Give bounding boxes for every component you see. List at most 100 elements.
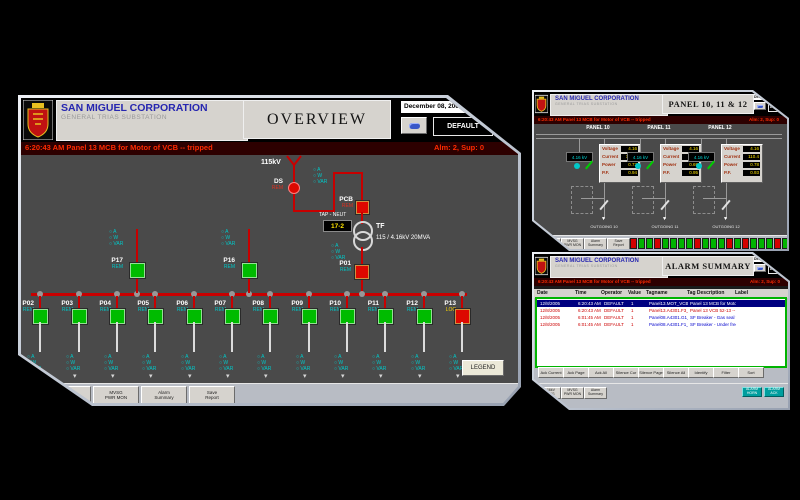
feeder-mode: REM — [329, 307, 341, 313]
toolbar-button[interactable]: Save Report — [189, 386, 235, 403]
feeder-meter-labels: ○ A ○ W ○ VAR — [372, 354, 387, 372]
feeder-stub — [193, 296, 195, 309]
annunciator-cell-alarm — [774, 238, 781, 249]
column-header: Date — [537, 290, 548, 296]
feeder-mode: REM — [214, 307, 226, 313]
toolbar-button[interactable]: Alarm Summary — [584, 238, 607, 249]
legend-button[interactable]: LEGEND — [462, 360, 504, 376]
meter-value: 0.69 — [682, 162, 699, 168]
date-display: December 08, 2005 — [401, 101, 492, 113]
annunciator-cell-normal — [710, 238, 717, 249]
meter-value: 4.16 — [682, 146, 699, 152]
feeder-line — [269, 322, 271, 352]
feeder-name: P04 — [99, 300, 111, 307]
breaker-p17[interactable] — [130, 263, 145, 278]
load-arrow-icon: ▾ — [188, 373, 192, 380]
alarm-header: SAN MIGUEL CORPORATION GENERAL TRIAS SUB… — [534, 254, 788, 278]
alarm-horn-button[interactable]: ALARM HORN — [742, 387, 762, 397]
alarm-action-button[interactable]: Ack Current — [538, 367, 564, 378]
feeder-mode: REM — [252, 307, 264, 313]
annunciator-cell-normal — [718, 238, 725, 249]
login-button[interactable] — [754, 264, 766, 272]
bus-junction — [267, 291, 273, 297]
bus-junction — [152, 291, 158, 297]
bus-voltage-display: 4.16 kV — [566, 152, 593, 162]
alarm-value: 1 — [631, 301, 634, 306]
column-header: Operator — [601, 290, 623, 296]
alarm-counts: Alm: 2, Sup: 0 — [433, 143, 484, 152]
incoming-voltage-label: 115kV — [261, 159, 281, 166]
annunciator-cell-normal — [766, 238, 773, 249]
feeder-stub — [384, 296, 386, 309]
alarm-operator: DEFAULT — [604, 315, 624, 320]
toolbar-button[interactable]: 4.16kV MVSG — [45, 386, 91, 403]
login-button[interactable] — [401, 117, 427, 134]
toolbar-button[interactable]: Alarm Summary — [141, 386, 187, 403]
toolbar-button[interactable]: 4.16kV MVSG — [538, 238, 561, 249]
feeder-mode: LOC — [445, 307, 456, 313]
feeder-line — [154, 322, 156, 352]
alarm-action-button[interactable]: Sort — [738, 367, 764, 378]
ds-disconnect-switch[interactable] — [288, 182, 300, 194]
meter-label: Current — [663, 154, 680, 159]
panel-drop-line — [701, 139, 702, 152]
login-button[interactable] — [754, 102, 766, 110]
alarm-action-button[interactable]: Filter — [713, 367, 739, 378]
feeder-mode: REM — [176, 307, 188, 313]
alarm-window: SAN MIGUEL CORPORATION GENERAL TRIAS SUB… — [532, 252, 790, 410]
alarm-description: SF Breaker - Gas seal trip/phase failure… — [690, 315, 736, 320]
alarm-date: 12/8/2005 — [540, 301, 561, 306]
feeder-line — [231, 322, 233, 352]
alarm-action-button[interactable]: Identify — [688, 367, 714, 378]
alarm-action-button[interactable]: Ack All — [588, 367, 614, 378]
toolbar-button[interactable]: Alarm Summary — [584, 387, 607, 399]
alarm-action-button[interactable]: Silence All — [663, 367, 689, 378]
toolbar-button[interactable]: 4.16kV MVSG — [538, 387, 561, 399]
p01-breaker[interactable] — [355, 265, 369, 279]
load-arrow-icon: ▾ — [418, 373, 422, 380]
feeder-meter-labels: ○ A ○ W ○ VAR — [66, 354, 81, 372]
operator-display: DEFAULT — [433, 117, 493, 136]
alarm-action-button[interactable]: Silence Cur — [613, 367, 639, 378]
toolbar-button[interactable]: MVSG PWR MON — [561, 238, 584, 249]
feeder-line — [78, 322, 80, 352]
outgoing-arrow-icon: ▼ — [723, 216, 728, 222]
bus-junction — [191, 291, 197, 297]
alarm-action-button[interactable]: Silence Page — [638, 367, 664, 378]
toolbar-button[interactable]: MVSG PWR MON — [93, 386, 139, 403]
tap-label: TAP - NEUT — [319, 212, 347, 218]
key-icon — [408, 122, 420, 129]
company-name: SAN MIGUEL CORPORATION — [555, 96, 639, 102]
meter-label: Voltage — [663, 146, 679, 151]
feeder-meter-labels: ○ A ○ W ○ VAR — [219, 354, 234, 372]
company-logo — [23, 100, 53, 140]
alarm-action-button[interactable]: Ack Page — [563, 367, 589, 378]
breaker-p16[interactable] — [242, 263, 257, 278]
toolbar-button[interactable]: Save Report — [607, 238, 630, 249]
aux-link-line — [703, 198, 726, 199]
pcb-label: PCB REM — [339, 196, 353, 209]
panel-busbar — [536, 134, 782, 135]
alarm-ack-button[interactable]: ALARM ACK — [764, 387, 784, 397]
alarm-banner: 6:20:43 AM Panel 13 MCB for Motor of VCB… — [21, 142, 518, 155]
toolbar-button[interactable]: MVSG PWR MON — [561, 387, 584, 399]
annunciator-cell-alarm — [654, 238, 661, 249]
annunciator-cell-normal — [662, 238, 669, 249]
bus-junction — [246, 291, 252, 297]
annunciator-cell-normal — [686, 238, 693, 249]
company-panel: SAN MIGUEL CORPORATION GENERAL TRIAS SUB… — [56, 100, 248, 141]
alarm-date: 12/8/2005 — [540, 315, 561, 320]
bus-junction — [459, 291, 465, 297]
meter-row: P.F.0.95 — [661, 169, 701, 177]
alarm-operator: DEFAULT — [604, 308, 624, 313]
pt-indicator-icon — [635, 163, 641, 169]
feeder-meter-labels: ○ A ○ W ○ VAR — [334, 354, 349, 372]
